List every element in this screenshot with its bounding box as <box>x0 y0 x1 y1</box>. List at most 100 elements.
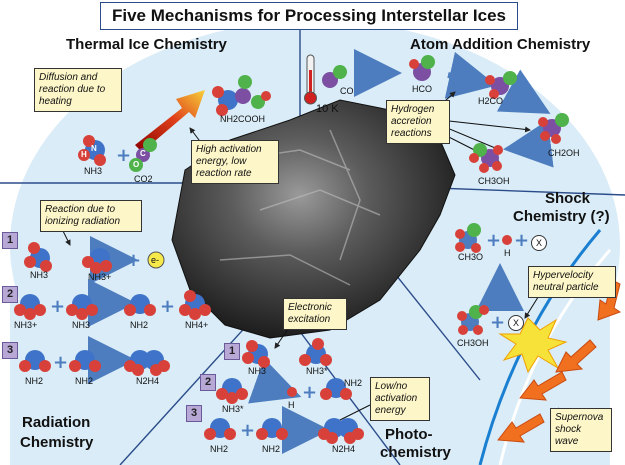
molecule-nh3-p1 <box>242 340 270 368</box>
plus-sign: + <box>116 145 131 166</box>
formula-nh2-r3b: NH2 <box>75 376 94 386</box>
callout-diffusion: Diffusion and reaction due to heating <box>34 68 122 112</box>
molecule-nh2-r3b <box>69 350 101 372</box>
callout-hydrogen: Hydrogen accretion reactions <box>386 100 450 144</box>
step-number-radiation-1: 1 <box>2 232 18 249</box>
formula-ch3oh-shock: CH3OH <box>457 338 489 348</box>
molecule-nh2-r2 <box>124 294 156 316</box>
step-number-photo-2: 2 <box>200 374 216 391</box>
molecule-nh3star-p1 <box>299 338 332 366</box>
formula-n2h4-p3: N2H4 <box>332 444 356 454</box>
plus-sign: + <box>126 250 141 271</box>
molecule-nh2cooh <box>212 75 271 116</box>
molecule-nh3plus-r1 <box>82 248 112 274</box>
formula-ch3o: CH3O <box>458 252 484 262</box>
molecule-nh2-p2 <box>320 378 352 400</box>
section-shock-line1: Shock <box>545 190 591 207</box>
molecule-nh3-r1 <box>24 242 52 272</box>
molecule-ch3o-aa <box>538 113 569 144</box>
molecule-n2h4-r3 <box>124 350 170 376</box>
section-atom-addition: Atom Addition Chemistry <box>410 36 591 53</box>
plus-sign: + <box>160 296 175 317</box>
formula-nh3plus-r2: NH3+ <box>14 320 38 330</box>
process-arrows <box>88 49 554 454</box>
formula-nh2cooh: NH2COOH <box>220 114 266 124</box>
hypervelocity-particle-top: X <box>531 235 547 251</box>
formula-nh3plus-r1: NH3+ <box>88 272 112 282</box>
plus-sign: + <box>490 312 505 333</box>
formula-nh4plus-r2: NH4+ <box>185 320 209 330</box>
meteorite-texture <box>219 129 381 286</box>
formula-nh3-p1: NH3 <box>248 366 267 376</box>
hydrogen-atom <box>287 387 297 397</box>
formula-nh3-r1: NH3 <box>30 270 49 280</box>
plus-sign: + <box>53 352 68 373</box>
molecule-nh3star-p2 <box>216 378 248 404</box>
callout-supernova: Supernova shock wave <box>550 408 612 452</box>
plus-sign: + <box>486 230 501 251</box>
formula-nh2-p2: NH2 <box>344 378 363 388</box>
molecule-co <box>322 65 347 88</box>
callout-activation: High activation energy, low reaction rat… <box>191 140 279 184</box>
molecule-co2-thermal <box>129 138 157 172</box>
formula-ch3oh-aa: CH3OH <box>478 176 510 186</box>
plus-sign: + <box>240 420 255 441</box>
atom-label-c: C <box>140 149 146 158</box>
section-photo-line1: Photo- <box>385 426 433 443</box>
formula-h2co: H2CO <box>478 96 504 106</box>
section-radiation-line1: Radiation <box>22 414 91 431</box>
section-radiation-line2: Chemistry <box>20 434 94 451</box>
atom-label-h: H <box>81 150 87 159</box>
plus-sign: + <box>50 296 65 317</box>
hydrogen-atom <box>502 235 512 245</box>
impact-flash <box>498 317 568 374</box>
formula-nh2-r2: NH2 <box>130 320 149 330</box>
formula-co2: CO2 <box>134 174 153 184</box>
plus-sign: + <box>514 230 529 251</box>
callout-ionizing: Reaction due to ionizing radiation <box>40 200 142 232</box>
atom-label-n: N <box>91 144 97 153</box>
molecule-nh3plus-r2 <box>14 294 46 320</box>
callout-lowno: Low/no activation energy <box>370 377 430 421</box>
heating-arrow <box>135 90 205 152</box>
formula-nh2-r3a: NH2 <box>25 376 44 386</box>
temperature-label: 10 K <box>316 103 339 115</box>
molecule-nh3-thermal <box>78 135 106 166</box>
formula-nh3-thermal: NH3 <box>84 166 103 176</box>
molecule-ch3oh-shock <box>457 305 489 335</box>
molecule-hco <box>409 55 435 81</box>
formula-ch2oh: CH2OH <box>548 148 580 158</box>
section-thermal: Thermal Ice Chemistry <box>66 36 227 53</box>
hypervelocity-particle-bottom: X <box>508 315 524 331</box>
formula-co: CO <box>340 86 354 96</box>
formula-h-shock: H <box>504 248 511 258</box>
formula-nh2-p3a: NH2 <box>210 444 229 454</box>
formula-nh2-p3b: NH2 <box>262 444 281 454</box>
formula-electron: e- <box>151 255 160 265</box>
formula-nh3star-p2: NH3* <box>222 404 244 414</box>
molecule-ch3o-shock <box>455 223 481 253</box>
diagram-title: Five Mechanisms for Processing Interstel… <box>100 2 518 30</box>
step-number-photo-1: 1 <box>224 343 240 360</box>
formula-nh3star-p1: NH3* <box>306 366 328 376</box>
formula-n2h4-r3: N2H4 <box>136 376 160 386</box>
molecule-nh2-p3a <box>204 418 236 440</box>
thermometer-icon <box>304 54 317 105</box>
molecule-nh2-p3b <box>256 418 288 440</box>
molecule-n2h4-p3 <box>318 418 364 444</box>
formula-hco: HCO <box>412 84 432 94</box>
plus-sign: + <box>302 382 317 403</box>
molecule-nh2-r3a <box>19 350 51 372</box>
electron <box>147 251 165 269</box>
formula-h-p2: H <box>288 400 295 410</box>
formula-nh3-r2: NH3 <box>72 320 91 330</box>
atom-label-o: O <box>133 160 140 169</box>
section-photo-line2: chemistry <box>380 444 451 461</box>
step-number-radiation-2: 2 <box>2 286 18 303</box>
molecule-nh3-r2 <box>66 294 98 320</box>
step-number-photo-3: 3 <box>186 405 202 422</box>
section-shock-line2: Chemistry (?) <box>513 208 610 225</box>
callout-hypervelocity: Hypervelocity neutral particle <box>528 266 616 298</box>
